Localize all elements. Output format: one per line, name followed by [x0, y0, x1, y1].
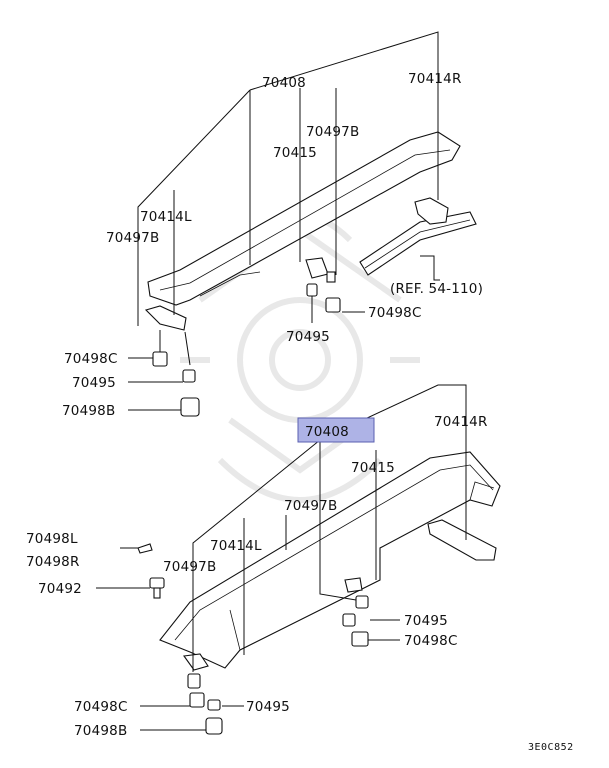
lower-bolt-70492: [149, 577, 165, 599]
label-70497b-upper-right: 70497B: [306, 124, 359, 140]
upper-clip-70498c-l: [152, 351, 168, 367]
label-70495-upper-left: 70495: [72, 375, 116, 391]
label-ref-54-110: (REF. 54-110): [390, 281, 483, 297]
label-70497b-lower-right: 70497B: [284, 498, 337, 514]
diagram-code: 3E0C852: [528, 742, 574, 753]
label-70414l-upper: 70414L: [140, 209, 192, 225]
upper-nut-70495-r: [306, 283, 318, 297]
label-70414r-upper: 70414R: [408, 71, 462, 87]
lower-clip-70498c-r: [351, 631, 369, 647]
label-70415-lower: 70415: [351, 460, 395, 476]
label-70498c-upper-left: 70498C: [64, 351, 118, 367]
upper-left-bracket: [144, 305, 187, 331]
label-70414l-lower: 70414L: [210, 538, 262, 554]
upper-right-bracket: [414, 197, 449, 225]
label-70498b-lower: 70498B: [74, 723, 127, 739]
lower-bolt-70497b-r: [355, 595, 369, 609]
upper-right-strip: [359, 211, 477, 276]
label-70408-lower: 70408: [305, 424, 349, 440]
label-70492: 70492: [38, 581, 82, 597]
lower-center-bracket: [344, 577, 363, 593]
label-70497b-lower-left: 70497B: [163, 559, 216, 575]
label-70498l: 70498L: [26, 531, 78, 547]
label-70495-upper-right: 70495: [286, 329, 330, 345]
upper-clip-70498c-r: [325, 297, 341, 313]
upper-nut-70495-l: [182, 369, 196, 383]
lower-grommet-70498b: [205, 717, 223, 735]
upper-assembly: 70408 70414R 70497B 70415 70414L 70497B …: [62, 31, 483, 419]
label-70408-upper: 70408: [262, 75, 306, 91]
label-70498c-lower-left: 70498C: [74, 699, 128, 715]
upper-bolt-70497b: [326, 271, 336, 283]
label-70495-lower-left: 70495: [246, 699, 290, 715]
lower-nut-70495-r: [342, 613, 356, 627]
label-70497b-upper-left: 70497B: [106, 230, 159, 246]
lower-bolt-70497b-l: [187, 673, 201, 689]
lower-assembly: 70408 70414R 70415 70497B 70414L 70498L …: [26, 384, 501, 739]
lower-nut-70495-l: [207, 699, 221, 711]
lower-right-bracket: [427, 519, 497, 561]
upper-grommet-70498b: [180, 397, 200, 417]
label-70498c-lower-right: 70498C: [404, 633, 458, 649]
upper-center-bracket: [305, 257, 329, 279]
label-70498b-upper: 70498B: [62, 403, 115, 419]
label-70498c-upper-right: 70498C: [368, 305, 422, 321]
label-70498r: 70498R: [26, 554, 80, 570]
label-70414r-lower: 70414R: [434, 414, 488, 430]
lower-clip-70498lr: [137, 543, 153, 554]
label-70415-upper: 70415: [273, 145, 317, 161]
label-70495-lower-right: 70495: [404, 613, 448, 629]
lower-left-bracket: [183, 653, 209, 671]
lower-clip-70498c-l: [189, 692, 205, 708]
highlight-70408-lower[interactable]: [297, 417, 375, 443]
